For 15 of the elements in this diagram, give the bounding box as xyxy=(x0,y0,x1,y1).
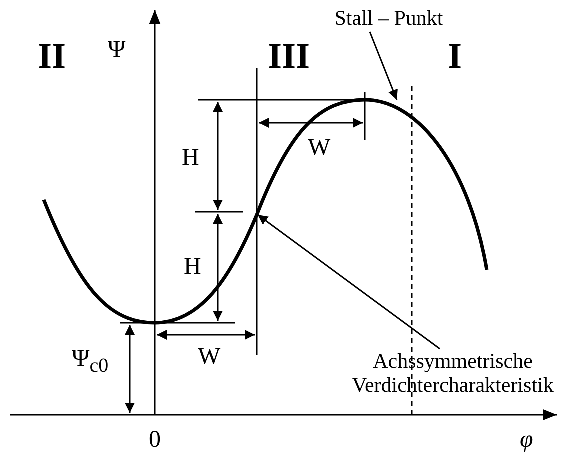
axis-label: φ xyxy=(520,428,534,452)
axis-label: W xyxy=(308,136,331,160)
axis-label: I xyxy=(448,38,462,74)
leader-line xyxy=(369,32,398,100)
leader-line xyxy=(258,214,440,350)
axis-label: Ψ$_{c0}$ xyxy=(72,347,109,376)
axis-label: W xyxy=(198,345,221,369)
axis-label: H xyxy=(184,255,202,279)
annotation-text: Stall – Punkt xyxy=(330,6,448,30)
axis-label: H xyxy=(182,146,200,170)
axis-label: III xyxy=(268,38,310,74)
axis-label: Ψ xyxy=(108,38,126,62)
axis-label: II xyxy=(38,38,66,74)
annotation-text: Achssymmetrische Verdichtercharakteristik xyxy=(322,349,584,397)
axis-label: 0 xyxy=(149,428,161,452)
